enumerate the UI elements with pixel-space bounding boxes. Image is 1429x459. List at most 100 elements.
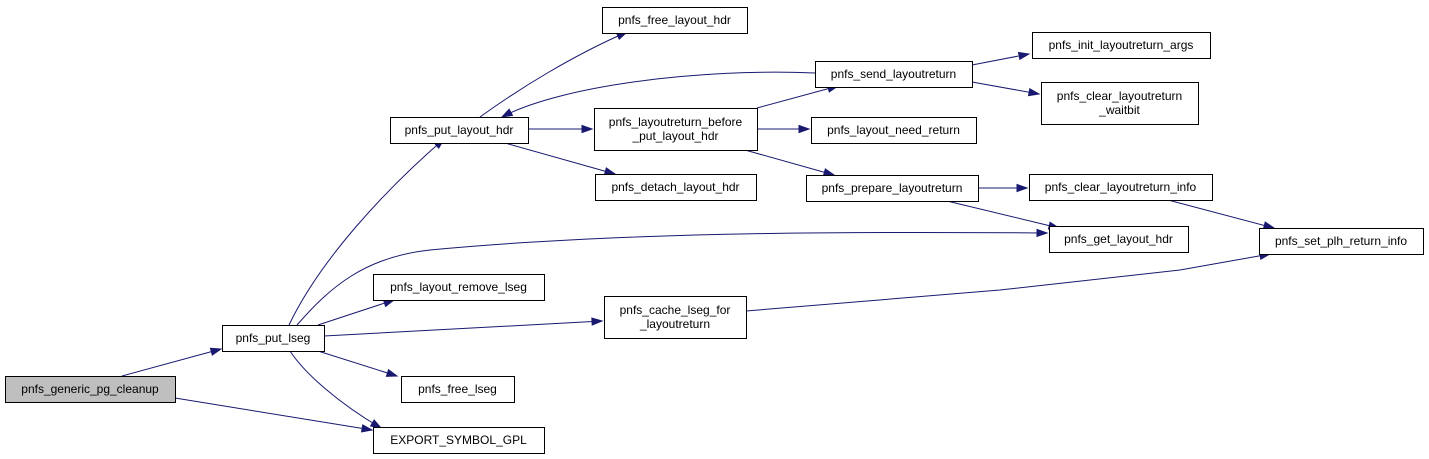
edge-pnfs_generic_pg_cleanup-to-pnfs_put_lseg bbox=[121, 347, 223, 377]
arrowhead-icon bbox=[798, 124, 811, 134]
edge-pnfs_send_layoutreturn-to-pnfs_put_layout_hdr bbox=[500, 71, 816, 118]
node-pnfs_layout_remove_lseg[interactable]: pnfs_layout_remove_lseg bbox=[373, 274, 545, 301]
node-label: pnfs_layout_need_return bbox=[827, 123, 960, 137]
node-box bbox=[222, 325, 325, 352]
node-pnfs_init_layoutreturn_args[interactable]: pnfs_init_layoutreturn_args bbox=[1032, 32, 1211, 59]
edge-pnfs_put_lseg-to-pnfs_layout_remove_lseg bbox=[317, 299, 396, 326]
node-pnfs_free_layout_hdr[interactable]: pnfs_free_layout_hdr bbox=[602, 7, 748, 34]
node-box bbox=[390, 117, 529, 144]
edge-pnfs_put_layout_hdr-to-pnfs_free_layout_hdr bbox=[479, 31, 629, 118]
node-box bbox=[5, 376, 176, 403]
node-pnfs_cache_lseg_for_layoutreturn[interactable]: pnfs_cache_lseg_for_layoutreturn bbox=[604, 296, 747, 339]
edge-pnfs_put_lseg-to-pnfs_free_lseg bbox=[317, 350, 399, 377]
node-pnfs_get_layout_hdr[interactable]: pnfs_get_layout_hdr bbox=[1049, 226, 1189, 253]
node-pnfs_detach_layout_hdr[interactable]: pnfs_detach_layout_hdr bbox=[595, 174, 757, 201]
node-pnfs_clear_layoutreturn_waitbit[interactable]: pnfs_clear_layoutreturn_waitbit bbox=[1041, 82, 1199, 125]
node-label: pnfs_get_layout_hdr bbox=[1064, 232, 1173, 246]
node-label: pnfs_init_layoutreturn_args bbox=[1049, 38, 1194, 52]
node-pnfs_send_layoutreturn[interactable]: pnfs_send_layoutreturn bbox=[815, 61, 973, 88]
node-label: pnfs_clear_layoutreturn bbox=[1057, 89, 1182, 103]
arrowhead-icon bbox=[385, 368, 399, 377]
edge-pnfs_put_lseg-to-pnfs_cache_lseg_for_layoutreturn bbox=[323, 317, 604, 337]
edge-line bbox=[479, 31, 628, 118]
edge-pnfs_prepare_layoutreturn-to-pnfs_clear_layoutreturn_info bbox=[978, 183, 1029, 193]
node-pnfs_clear_layoutreturn_info[interactable]: pnfs_clear_layoutreturn_info bbox=[1029, 174, 1213, 201]
edge-line bbox=[317, 350, 398, 377]
arrowhead-icon bbox=[360, 424, 374, 433]
node-label: pnfs_clear_layoutreturn_info bbox=[1045, 180, 1197, 194]
node-pnfs_put_lseg[interactable]: pnfs_put_lseg bbox=[222, 325, 325, 352]
edge-pnfs_put_lseg-to-pnfs_get_layout_hdr bbox=[296, 228, 1049, 326]
node-label: pnfs_set_plh_return_info bbox=[1275, 234, 1407, 248]
node-pnfs_layout_need_return[interactable]: pnfs_layout_need_return bbox=[811, 117, 977, 144]
node-box bbox=[373, 274, 545, 301]
edge-pnfs_layoutreturn_before_put_layout_hdr-to-pnfs_send_layoutreturn bbox=[756, 84, 840, 109]
edge-line bbox=[296, 231, 1048, 326]
edge-pnfs_put_lseg-to-EXPORT_SYMBOL_GPL bbox=[289, 350, 383, 429]
node-label: pnfs_free_layout_hdr bbox=[618, 13, 731, 27]
node-box bbox=[594, 108, 758, 151]
node-box bbox=[604, 296, 747, 339]
node-label: pnfs_put_lseg bbox=[236, 331, 311, 345]
node-label: _layoutreturn bbox=[639, 317, 710, 331]
node-label: pnfs_cache_lseg_for bbox=[620, 303, 731, 317]
node-label: pnfs_generic_pg_cleanup bbox=[21, 382, 159, 396]
node-pnfs_prepare_layoutreturn[interactable]: pnfs_prepare_layoutreturn bbox=[806, 175, 979, 202]
node-label: pnfs_put_layout_hdr bbox=[405, 123, 514, 137]
node-pnfs_set_plh_return_info[interactable]: pnfs_set_plh_return_info bbox=[1259, 228, 1424, 255]
node-label: pnfs_send_layoutreturn bbox=[831, 67, 956, 81]
node-box bbox=[806, 175, 979, 202]
node-box bbox=[1041, 82, 1199, 125]
edge-pnfs_generic_pg_cleanup-to-EXPORT_SYMBOL_GPL bbox=[174, 397, 374, 433]
edge-line bbox=[1167, 199, 1275, 229]
edge-pnfs_send_layoutreturn-to-pnfs_clear_layoutreturn_waitbit bbox=[971, 81, 1041, 97]
arrowhead-icon bbox=[581, 124, 594, 134]
edges-layer bbox=[121, 31, 1276, 433]
node-label: pnfs_layoutreturn_before bbox=[609, 115, 743, 129]
node-label: EXPORT_SYMBOL_GPL bbox=[390, 433, 527, 447]
edge-line bbox=[288, 138, 445, 326]
node-label: pnfs_prepare_layoutreturn bbox=[822, 181, 963, 195]
node-pnfs_put_layout_hdr[interactable]: pnfs_put_layout_hdr bbox=[390, 117, 529, 144]
arrowhead-icon bbox=[209, 347, 223, 356]
edge-line bbox=[289, 350, 382, 429]
arrowhead-icon bbox=[603, 167, 617, 176]
node-label: pnfs_free_lseg bbox=[418, 382, 497, 396]
node-pnfs_layoutreturn_before_put_layout_hdr[interactable]: pnfs_layoutreturn_before_put_layout_hdr bbox=[594, 108, 758, 151]
edge-line bbox=[745, 253, 1271, 312]
node-box bbox=[602, 7, 748, 34]
arrowhead-icon bbox=[1017, 51, 1031, 61]
nodes-layer: pnfs_generic_pg_cleanup pnfs_put_lsegEXPO… bbox=[5, 7, 1424, 454]
node-box bbox=[1032, 32, 1211, 59]
arrowhead-icon bbox=[1036, 228, 1049, 238]
edge-line bbox=[744, 149, 835, 176]
arrowhead-icon bbox=[369, 419, 383, 429]
node-pnfs_free_lseg[interactable]: pnfs_free_lseg bbox=[401, 376, 515, 403]
edge-pnfs_put_layout_hdr-to-pnfs_detach_layout_hdr bbox=[504, 142, 617, 176]
node-box bbox=[815, 61, 973, 88]
edge-line bbox=[501, 71, 816, 118]
node-box bbox=[1029, 174, 1213, 201]
edge-line bbox=[121, 348, 222, 377]
node-box bbox=[1049, 226, 1189, 253]
node-label: _waitbit bbox=[1098, 103, 1140, 117]
edge-line bbox=[504, 142, 616, 175]
edge-pnfs_put_layout_hdr-to-pnfs_layoutreturn_before_put_layout_hdr bbox=[528, 124, 594, 134]
node-label: pnfs_detach_layout_hdr bbox=[611, 180, 739, 194]
edge-line bbox=[317, 299, 395, 326]
edge-pnfs_prepare_layoutreturn-to-pnfs_get_layout_hdr bbox=[946, 200, 1061, 230]
edge-line bbox=[756, 85, 839, 109]
node-label: _put_layout_hdr bbox=[631, 129, 718, 143]
node-label: pnfs_layout_remove_lseg bbox=[390, 280, 527, 294]
edge-pnfs_layoutreturn_before_put_layout_hdr-to-pnfs_layout_need_return bbox=[757, 124, 811, 134]
arrowhead-icon bbox=[500, 108, 514, 118]
node-box bbox=[401, 376, 515, 403]
node-EXPORT_SYMBOL_GPL[interactable]: EXPORT_SYMBOL_GPL bbox=[373, 427, 545, 454]
node-box bbox=[1259, 228, 1424, 255]
node-box bbox=[595, 174, 757, 201]
edge-pnfs_send_layoutreturn-to-pnfs_init_layoutreturn_args bbox=[971, 51, 1031, 66]
arrowhead-icon bbox=[822, 168, 836, 177]
arrowhead-icon bbox=[1262, 221, 1276, 230]
edge-pnfs_layoutreturn_before_put_layout_hdr-to-pnfs_prepare_layoutreturn bbox=[744, 149, 836, 177]
